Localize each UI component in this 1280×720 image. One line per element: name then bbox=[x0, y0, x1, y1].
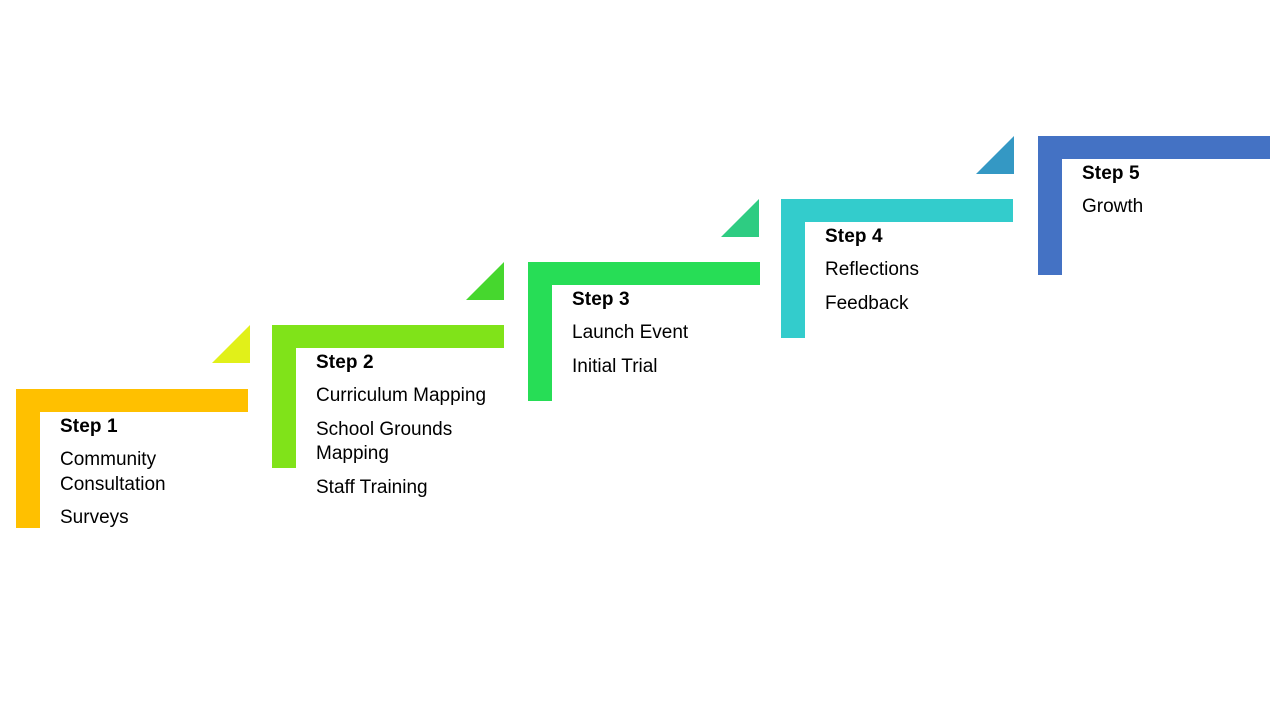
step-bracket-horizontal-3 bbox=[528, 262, 760, 285]
connector-triangle-3-4 bbox=[721, 199, 759, 237]
step-title-1: Step 1 bbox=[60, 416, 118, 437]
step-text-block-3: Step 3 Launch Event Initial Trial bbox=[572, 290, 772, 379]
step-item: Community Consultation bbox=[60, 449, 166, 495]
connector-triangle-4-5 bbox=[976, 136, 1014, 174]
step-item-list-4: Reflections Feedback bbox=[825, 258, 1025, 316]
step-bracket-horizontal-4 bbox=[781, 199, 1013, 222]
step-item: Curriculum Mapping bbox=[316, 385, 487, 406]
step-bracket-vertical-3 bbox=[528, 262, 552, 401]
step-title-5: Step 5 bbox=[1082, 163, 1140, 184]
step-item: Launch Event bbox=[572, 322, 689, 343]
step-text-block-2: Step 2 Curriculum Mapping School Grounds… bbox=[316, 353, 516, 501]
step-item-list-2: Curriculum Mapping School Grounds Mappin… bbox=[316, 384, 516, 501]
step-card-1[interactable]: Step 1 Community Consultation Surveys bbox=[16, 389, 248, 528]
step-bracket-vertical-2 bbox=[272, 325, 296, 468]
step-title-4: Step 4 bbox=[825, 226, 883, 247]
step-card-2[interactable]: Step 2 Curriculum Mapping School Grounds… bbox=[272, 325, 504, 498]
step-text-block-1: Step 1 Community Consultation Surveys bbox=[60, 417, 260, 531]
step-item: School Grounds Mapping bbox=[316, 418, 453, 465]
step-title-3: Step 3 bbox=[572, 289, 630, 310]
step-card-4[interactable]: Step 4 Reflections Feedback bbox=[781, 199, 1013, 338]
step-item: Feedback bbox=[825, 292, 909, 314]
step-item: Reflections bbox=[825, 259, 919, 280]
step-item: Staff Training bbox=[316, 477, 428, 499]
step-bracket-vertical-1 bbox=[16, 389, 40, 528]
step-bracket-horizontal-5 bbox=[1038, 136, 1270, 159]
connector-triangle-2-3 bbox=[466, 262, 504, 300]
step-bracket-horizontal-2 bbox=[272, 325, 504, 348]
connector-triangle-1-2 bbox=[212, 325, 250, 363]
step-item: Initial Trial bbox=[572, 355, 658, 377]
step-bracket-vertical-4 bbox=[781, 199, 805, 338]
step-item: Growth bbox=[1082, 196, 1144, 217]
step-bracket-vertical-5 bbox=[1038, 136, 1062, 275]
step-text-block-5: Step 5 Growth bbox=[1082, 164, 1280, 220]
step-card-5[interactable]: Step 5 Growth bbox=[1038, 136, 1270, 275]
step-card-3[interactable]: Step 3 Launch Event Initial Trial bbox=[528, 262, 760, 401]
step-item-list-1: Community Consultation Surveys bbox=[60, 448, 260, 531]
step-text-block-4: Step 4 Reflections Feedback bbox=[825, 227, 1025, 316]
step-title-2: Step 2 bbox=[316, 352, 374, 373]
step-item: Surveys bbox=[60, 507, 129, 529]
step-bracket-horizontal-1 bbox=[16, 389, 248, 412]
step-item-list-5: Growth bbox=[1082, 195, 1280, 220]
step-item-list-3: Launch Event Initial Trial bbox=[572, 321, 772, 379]
